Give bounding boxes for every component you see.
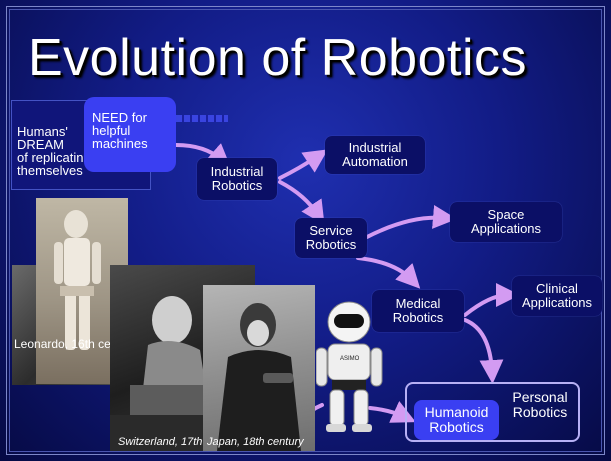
- arrow-need-to-industrial: [174, 143, 232, 168]
- clinical-applications-label: Clinical Applications: [521, 281, 593, 310]
- slide-frame: [6, 6, 605, 455]
- space-applications-label: Space Applications: [470, 207, 542, 236]
- robot-chest-logo: ASIMO: [340, 356, 360, 362]
- space-applications-box: Space Applications: [450, 202, 562, 242]
- knight-figure-icon: [54, 210, 101, 350]
- humanoid-robotics-box: Humanoid Robotics: [414, 400, 499, 440]
- arrow-industrial-to-automation: [278, 149, 328, 180]
- decorative-strip: [176, 115, 228, 122]
- humanoid-robotics-label: Humanoid Robotics: [424, 404, 489, 435]
- humanoid-robot-icon: ASIMO: [316, 301, 383, 432]
- industrial-robotics-label: Industrial Robotics: [210, 164, 264, 193]
- dream-label: Humans' DREAM of replicating themselves: [17, 124, 91, 178]
- personal-robotics-label: Personal Robotics: [512, 389, 568, 420]
- slide-title: Evolution of Robotics: [28, 29, 527, 87]
- leonardo-caption: Leonardo, 16th century: [14, 337, 138, 351]
- arrow-medical-to-clinical: [463, 283, 520, 317]
- arrow-service-to-space: [365, 205, 457, 239]
- industrial-automation-label: Industrial Automation: [342, 140, 408, 169]
- arrow-industrial-to-service: [278, 180, 325, 226]
- arrow-medical-to-personal: [463, 318, 504, 384]
- service-robotics-label: Service Robotics: [305, 223, 357, 252]
- industrial-automation-box: Industrial Automation: [325, 136, 425, 174]
- industrial-robotics-box: Industrial Robotics: [197, 158, 277, 200]
- need-label: NEED for helpful machines: [92, 110, 148, 151]
- service-robotics-box: Service Robotics: [295, 218, 367, 258]
- medical-robotics-label: Medical Robotics: [392, 296, 444, 325]
- need-box: NEED for helpful machines: [84, 97, 176, 172]
- arrow-robot-to-humanoid: [368, 401, 416, 423]
- slide-frame-inner: [9, 9, 602, 452]
- japan-caption: Japan, 18th century: [207, 436, 304, 448]
- karakuri-doll-icon: [217, 303, 301, 451]
- switzerland-caption: Switzerland, 17th: [118, 436, 203, 448]
- clinical-applications-box: Clinical Applications: [512, 276, 602, 316]
- personal-robotics-panel: [405, 382, 580, 442]
- medical-robotics-box: Medical Robotics: [372, 290, 464, 332]
- japan-automaton-photo: [203, 285, 315, 451]
- arrow-service-to-medical: [356, 256, 421, 289]
